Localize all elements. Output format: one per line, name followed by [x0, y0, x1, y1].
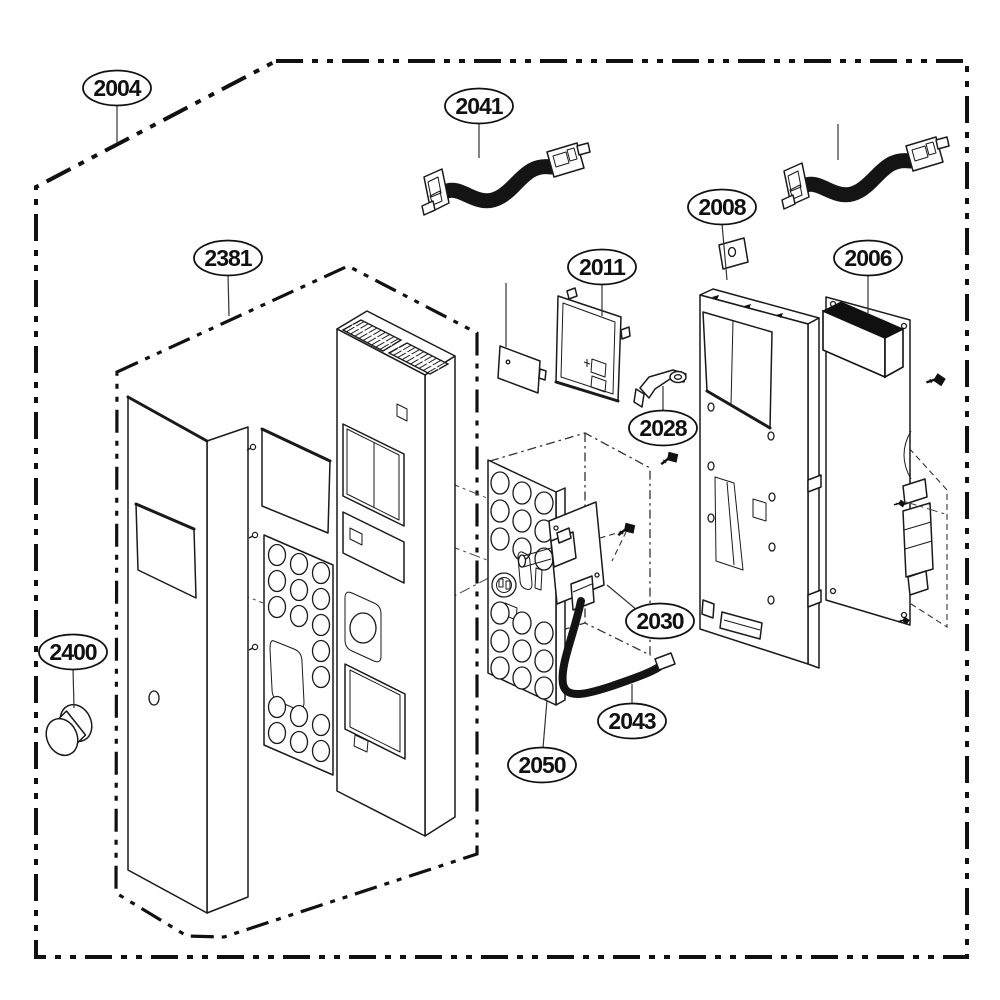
callout-label: 2011	[579, 254, 626, 280]
cable-connector	[783, 162, 810, 206]
callout-2400: 2400	[38, 633, 108, 671]
callout-2030: 2030	[625, 602, 695, 640]
callout-2004: 2004	[82, 69, 152, 107]
callout-2006: 2006	[833, 239, 903, 277]
callout-label: 2028	[639, 415, 687, 441]
leader-2008	[721, 223, 728, 281]
control-frame	[336, 310, 456, 837]
screw-icon	[615, 520, 638, 538]
ribbon-cable-right	[781, 136, 950, 210]
callout-label: 2400	[49, 639, 96, 665]
callout-label: 2006	[844, 245, 891, 271]
callout-label: 2004	[93, 75, 141, 101]
mounting-bracket-2008	[699, 237, 822, 669]
screw-icon	[248, 643, 259, 651]
callout-2011: 2011	[567, 248, 637, 286]
knob-recess	[344, 591, 382, 663]
callout-label: 2041	[455, 93, 503, 119]
latch-lever	[633, 369, 687, 408]
bracket-plate-2011	[554, 287, 631, 403]
panel-hole	[148, 690, 160, 706]
screw-icon	[925, 371, 947, 388]
button-holes	[267, 543, 331, 763]
leader-lines	[72, 105, 869, 749]
control-board-2006	[821, 296, 948, 629]
keypad-membrane	[487, 459, 566, 706]
outer-boundary	[34, 59, 969, 959]
callout-2028: 2028	[628, 409, 698, 447]
callout-2008: 2008	[687, 188, 757, 226]
keypad-buttons	[490, 471, 554, 700]
lower-opening	[344, 663, 406, 760]
encoder-shaft	[517, 554, 527, 568]
leader-2400	[72, 667, 75, 709]
callout-label: 2050	[518, 752, 565, 778]
callout-label: 2043	[608, 708, 655, 734]
callout-label: 2381	[204, 245, 252, 271]
control-knob	[45, 703, 93, 757]
leader-2050	[542, 699, 548, 749]
vent-grille	[341, 319, 450, 375]
screw-icon	[248, 531, 259, 539]
wire-harness	[558, 597, 676, 698]
callout-label: 2030	[636, 608, 683, 634]
callout-2381: 2381	[193, 239, 263, 277]
cable-connector	[423, 168, 450, 213]
encoder-switch	[517, 449, 681, 611]
overlay-sheet	[260, 427, 334, 776]
harness-connector	[654, 652, 676, 671]
ribbon-cable-2041	[421, 142, 591, 216]
callout-label: 2008	[698, 194, 746, 220]
leader-2381	[227, 273, 230, 317]
front-panel	[126, 395, 259, 914]
upper-opening	[342, 511, 405, 584]
knob-hole	[349, 612, 377, 644]
callout-2041: 2041	[444, 87, 514, 125]
callout-2050: 2050	[507, 746, 577, 784]
display-module	[821, 301, 905, 379]
callout-2043: 2043	[597, 702, 667, 740]
leader-2030	[606, 584, 638, 611]
screw-icon	[658, 449, 681, 467]
small-plate	[497, 345, 547, 394]
callouts: 2004 2041 2381 2011 2008 2006 2028 2030	[38, 69, 903, 784]
